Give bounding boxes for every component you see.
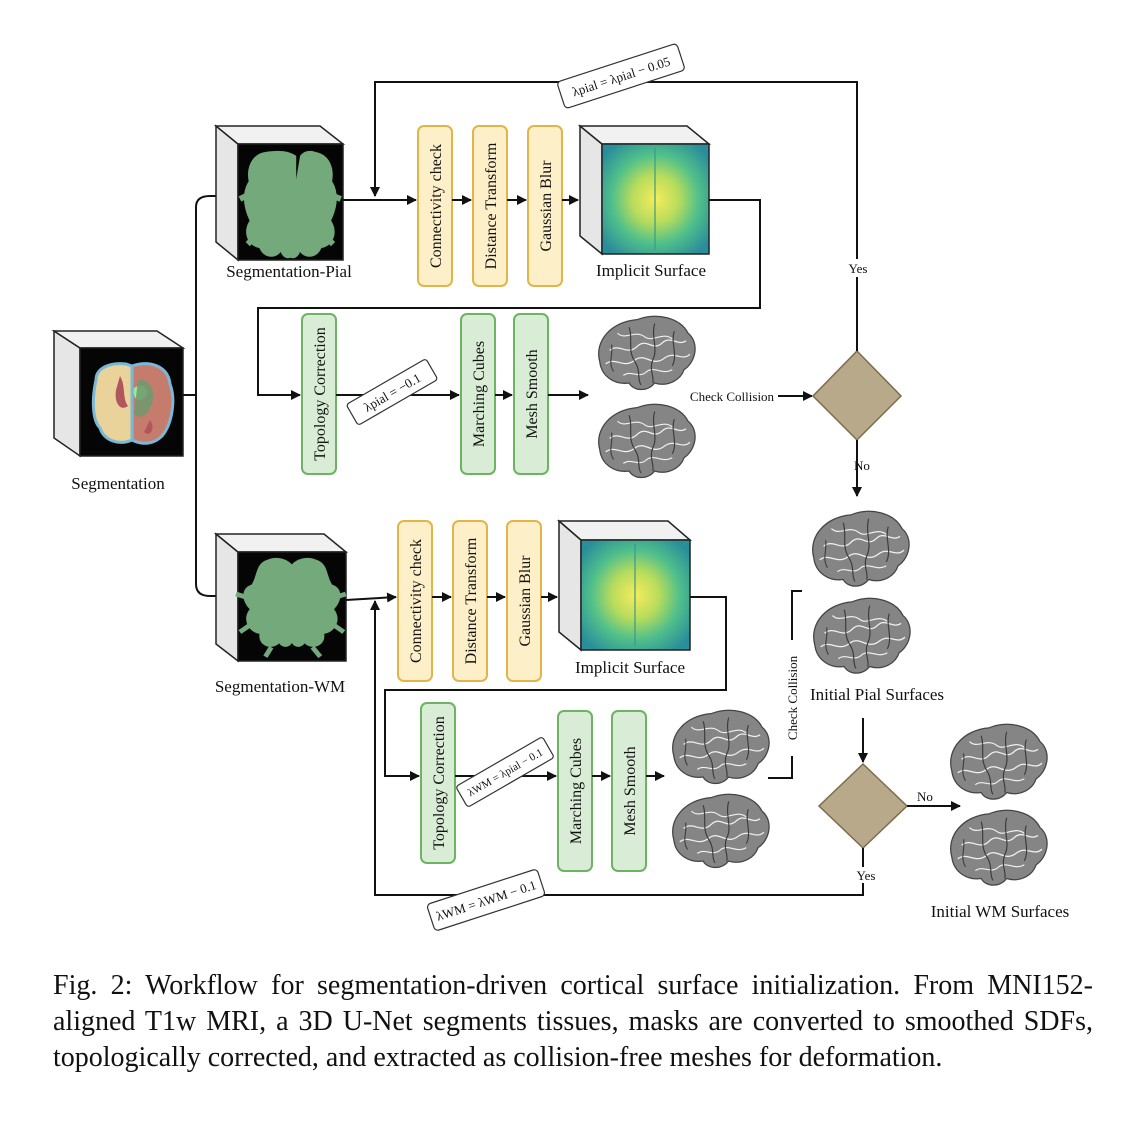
wm-connectivity-check-label: Connectivity check [408, 539, 425, 663]
pial-check-collision-label: Check Collision [690, 389, 775, 404]
wm-implicit-surface-label: Implicit Surface [575, 658, 685, 677]
initial-wm-medial-brain [950, 809, 1048, 886]
wm-marching-cubes-label: Marching Cubes [568, 738, 585, 844]
wm-implicit-surface-volume [556, 519, 693, 652]
segmentation-pial-label: Segmentation-Pial [226, 262, 352, 281]
wm-distance-transform-box: Distance Transform [452, 520, 488, 682]
pial-topology-correction-box: Topology Correction [301, 313, 337, 475]
pial-topology-correction-label: Topology Correction [312, 327, 329, 461]
lambda-wm-init-label: λWM = λpial − 0.1 [466, 747, 545, 800]
pial-implicit-surface-volume [577, 124, 712, 256]
lambda-wm-update-label-box: λWM = λWM − 0.1 [426, 869, 546, 931]
pial-gaussian-blur-label: Gaussian Blur [538, 160, 555, 252]
wm-gaussian-blur-label: Gaussian Blur [517, 555, 534, 647]
pial-no-label: No [854, 458, 870, 473]
segmentation-pial-volume [213, 124, 346, 262]
pial-connectivity-check-box: Connectivity check [417, 125, 453, 287]
lambda-pial-update-label-box: λpial = λpial − 0.05 [557, 43, 685, 109]
wm-mesh-lateral-brain [672, 709, 770, 785]
initial-pial-medial-brain [813, 597, 911, 674]
wm-mesh-smooth-box: Mesh Smooth [611, 710, 647, 872]
workflow-diagram: Segmentation Segmentation-Pial Connectiv… [51, 43, 1069, 931]
pial-implicit-surface-label: Implicit Surface [596, 261, 706, 280]
wm-distance-transform-label: Distance Transform [463, 537, 480, 664]
figure-caption: Fig. 2: Workflow for segmentation-driven… [53, 970, 1093, 1073]
wm-marching-cubes-box: Marching Cubes [557, 710, 593, 872]
wm-mesh-smooth-label: Mesh Smooth [622, 746, 639, 835]
pial-connectivity-check-label: Connectivity check [428, 144, 445, 268]
initial-wm-surfaces-label: Initial WM Surfaces [931, 902, 1069, 921]
segmentation-wm-volume [213, 532, 346, 663]
lambda-wm-init-label-box: λWM = λpial − 0.1 [456, 737, 554, 807]
pial-marching-cubes-box: Marching Cubes [460, 313, 496, 475]
segmentation-wm-label: Segmentation-WM [215, 677, 345, 696]
pial-mesh-lateral-brain [598, 315, 696, 391]
pial-distance-transform-label: Distance Transform [483, 142, 500, 269]
lambda-pial-init-label-box: λpial = −0.1 [346, 359, 438, 425]
wm-yes-label: Yes [857, 868, 876, 883]
wm-collision-decision-diamond [817, 762, 909, 850]
wm-gaussian-blur-box: Gaussian Blur [506, 520, 542, 682]
wm-mesh-medial-brain [672, 793, 770, 869]
wm-topology-correction-box: Topology Correction [420, 702, 456, 864]
initial-pial-surfaces-label: Initial Pial Surfaces [810, 685, 944, 704]
initial-pial-lateral-brain [812, 510, 910, 587]
wm-check-collision-label: Check Collision [785, 655, 800, 740]
pial-mesh-smooth-label: Mesh Smooth [524, 349, 541, 438]
segmentation-label: Segmentation [71, 474, 165, 493]
pial-marching-cubes-label: Marching Cubes [471, 341, 488, 447]
pial-distance-transform-box: Distance Transform [472, 125, 508, 287]
pial-collision-decision-diamond [811, 349, 903, 442]
pial-mesh-medial-brain [598, 403, 696, 479]
pial-yes-label: Yes [849, 261, 868, 276]
segmentation-volume [51, 329, 186, 458]
initial-wm-lateral-brain [950, 723, 1048, 800]
wm-connectivity-check-box: Connectivity check [397, 520, 433, 682]
pial-mesh-smooth-box: Mesh Smooth [513, 313, 549, 475]
wm-no-label: No [917, 789, 933, 804]
wm-topology-correction-label: Topology Correction [431, 716, 448, 850]
pial-gaussian-blur-box: Gaussian Blur [527, 125, 563, 287]
